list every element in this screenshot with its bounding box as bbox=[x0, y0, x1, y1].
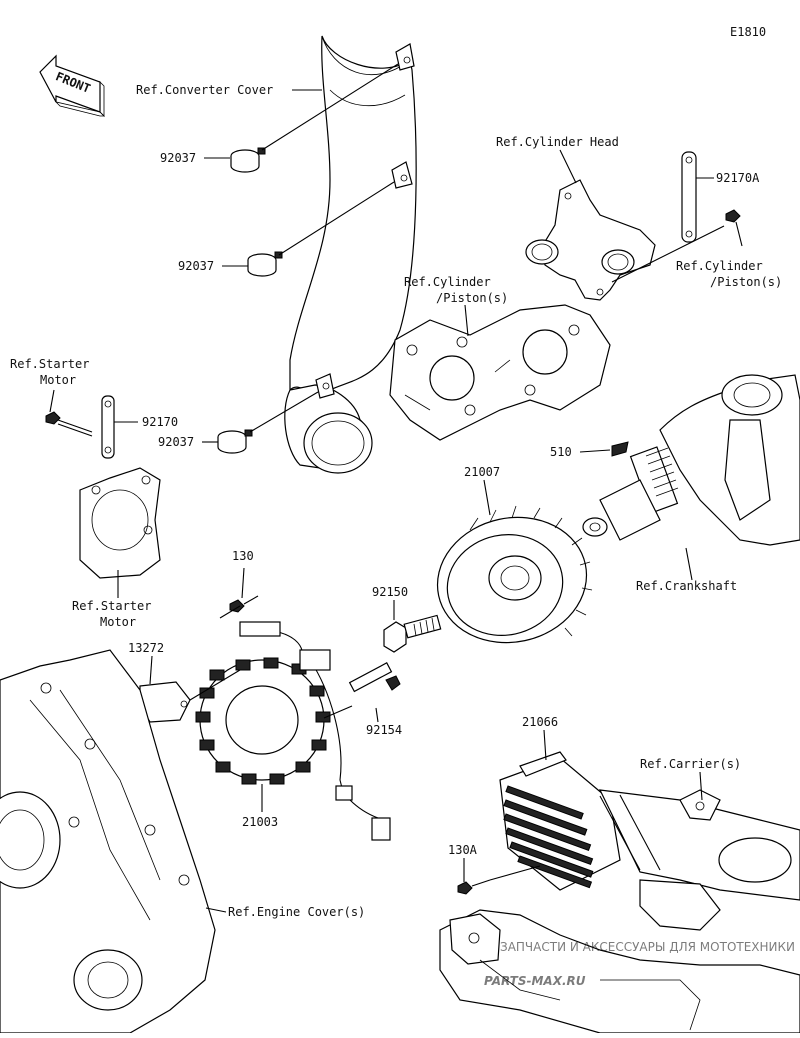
bracket-92170 bbox=[101, 395, 138, 459]
engine-cover-part bbox=[0, 649, 216, 1034]
clamp-92037-a bbox=[230, 63, 399, 173]
label-130A: 130A bbox=[448, 843, 478, 857]
cylinder-piston-part bbox=[389, 304, 611, 441]
leader-130 bbox=[241, 567, 245, 599]
label-ref-carriers: Ref.Carrier(s) bbox=[640, 757, 741, 771]
cylinder-head-part bbox=[525, 179, 656, 301]
converter-cover-part bbox=[284, 35, 417, 474]
label-92037-a: 92037 bbox=[160, 151, 196, 165]
label-ref-starter-bottom-1: Ref.Starter bbox=[72, 599, 151, 613]
bolt-130 bbox=[219, 595, 259, 619]
leader-carrier bbox=[699, 771, 703, 801]
watermark-brand: PARTS-MAX.RU bbox=[484, 974, 586, 988]
label-ref-converter-cover: Ref.Converter Cover bbox=[136, 83, 273, 97]
label-ref-starter-bottom-2: Motor bbox=[100, 615, 136, 629]
leader-engine-cover bbox=[205, 907, 227, 913]
rotor-21007-part bbox=[436, 505, 593, 644]
label-92170: 92170 bbox=[142, 415, 178, 429]
label-ref-cyl-piston-mid-2: /Piston(s) bbox=[436, 291, 508, 305]
diagram-code: E1810 bbox=[730, 25, 766, 39]
front-arrow-icon: FRONT bbox=[39, 54, 105, 117]
clamp-92037-b bbox=[247, 181, 395, 277]
key-510 bbox=[611, 441, 629, 457]
leader-crankshaft bbox=[685, 547, 693, 581]
label-ref-starter-top-2: Motor bbox=[40, 373, 76, 387]
label-ref-cyl-piston-mid-1: Ref.Cylinder bbox=[404, 275, 491, 289]
label-92037-b: 92037 bbox=[178, 259, 214, 273]
bolt-92154 bbox=[323, 662, 401, 719]
watermark: ЗАПЧАСТИ И АКСЕССУАРЫ ДЛЯ МОТОТЕХНИКИ PA… bbox=[484, 940, 795, 988]
bracket-92170A bbox=[681, 151, 714, 243]
label-92150: 92150 bbox=[372, 585, 408, 599]
leader-21007 bbox=[483, 479, 491, 516]
leader-cyl-head bbox=[559, 149, 577, 184]
label-21007: 21007 bbox=[464, 465, 500, 479]
bolt-92170A bbox=[611, 209, 743, 283]
label-21066: 21066 bbox=[522, 715, 558, 729]
leader-510 bbox=[579, 449, 611, 453]
bolt-starter bbox=[45, 411, 93, 437]
label-21003: 21003 bbox=[242, 815, 278, 829]
label-ref-crankshaft: Ref.Crankshaft bbox=[636, 579, 737, 593]
label-ref-cyl-piston-right-1: Ref.Cylinder bbox=[676, 259, 763, 273]
label-ref-cyl-piston-right-2: /Piston(s) bbox=[710, 275, 782, 289]
label-ref-starter-top-1: Ref.Starter bbox=[10, 357, 89, 371]
label-92037-c: 92037 bbox=[158, 435, 194, 449]
label-ref-engine-covers: Ref.Engine Cover(s) bbox=[228, 905, 365, 919]
label-ref-cylinder-head: Ref.Cylinder Head bbox=[496, 135, 619, 149]
watermark-tagline: ЗАПЧАСТИ И АКСЕССУАРЫ ДЛЯ МОТОТЕХНИКИ bbox=[500, 940, 795, 954]
label-130: 130 bbox=[232, 549, 254, 563]
stator-21003-part bbox=[195, 621, 391, 841]
leader-92154 bbox=[375, 707, 379, 723]
leader-13272 bbox=[149, 655, 153, 685]
label-92154: 92154 bbox=[366, 723, 402, 737]
leader-starter-top bbox=[49, 389, 55, 413]
bolt-92150 bbox=[383, 614, 442, 653]
carrier-part bbox=[439, 789, 800, 1034]
label-510: 510 bbox=[550, 445, 572, 459]
bolt-130A bbox=[457, 865, 541, 895]
leader-cyl-piston-mid bbox=[464, 304, 469, 337]
label-13272: 13272 bbox=[128, 641, 164, 655]
starter-motor-part bbox=[79, 467, 161, 579]
crankshaft-part bbox=[582, 374, 800, 546]
leader-21066 bbox=[543, 729, 547, 761]
regulator-21066-part bbox=[499, 751, 621, 891]
clamp-92037-c bbox=[217, 391, 319, 454]
label-92170A: 92170A bbox=[716, 171, 760, 185]
